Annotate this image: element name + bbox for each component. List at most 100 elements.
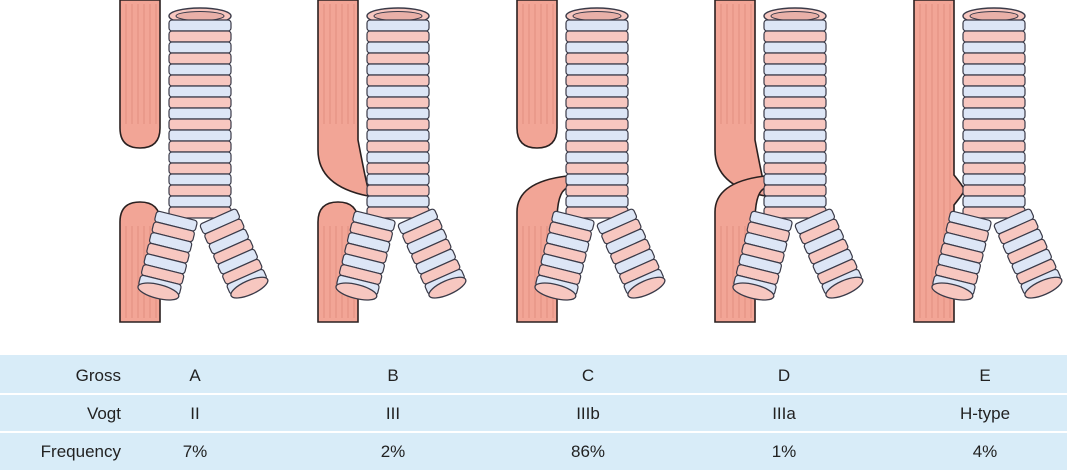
classification-table: Gross A B C D E Vogt II III IIIb IIIa H-… xyxy=(0,355,1067,470)
tracheal-ring xyxy=(366,107,430,120)
tracheal-ring xyxy=(366,74,430,87)
frequency-cell-e: 4% xyxy=(972,442,998,461)
tracheal-ring xyxy=(962,52,1026,65)
tracheal-ring xyxy=(962,162,1026,175)
frequency-cell-a: 7% xyxy=(182,442,208,461)
right-bronchus xyxy=(794,208,864,299)
tracheal-ring xyxy=(366,129,430,142)
tracheal-ring xyxy=(763,74,827,87)
tracheal-ring xyxy=(168,129,232,142)
tracheal-ring xyxy=(366,19,430,32)
variant-e xyxy=(913,0,1063,323)
tracheal-ring xyxy=(168,96,232,109)
tracheal-ring xyxy=(565,140,629,153)
tracheal-ring xyxy=(366,140,430,153)
tracheal-ring xyxy=(763,118,827,131)
tracheal-ring xyxy=(168,30,232,43)
tracheal-ring xyxy=(565,52,629,65)
right-bronchus xyxy=(993,208,1063,299)
trachea-lumen xyxy=(969,11,1019,21)
bronchus-opening xyxy=(137,282,180,301)
variant-d xyxy=(714,0,864,323)
tracheal-ring xyxy=(168,162,232,175)
tracheal-ring xyxy=(168,107,232,120)
tracheal-ring xyxy=(962,195,1026,208)
tracheal-ring xyxy=(168,118,232,131)
variant-b xyxy=(317,0,467,323)
tracheal-ring xyxy=(962,19,1026,32)
tracheal-ring xyxy=(168,140,232,153)
tracheal-ring xyxy=(763,173,827,186)
tracheal-ring xyxy=(366,118,430,131)
tracheal-ring xyxy=(565,184,629,197)
vogt-row-label: Vogt xyxy=(86,404,121,423)
tracheal-ring xyxy=(565,96,629,109)
variant-c xyxy=(516,0,666,323)
bronchus-opening xyxy=(534,282,577,301)
tracheal-ring xyxy=(763,195,827,208)
tracheal-ring xyxy=(763,52,827,65)
variant-a xyxy=(119,0,269,323)
tracheal-ring xyxy=(763,96,827,109)
gross-cell-a: A xyxy=(189,366,201,385)
vogt-cell-e: H-type xyxy=(959,404,1011,423)
tracheal-ring xyxy=(763,129,827,142)
tracheal-ring xyxy=(565,41,629,54)
bronchus-opening xyxy=(428,276,467,299)
tracheal-ring xyxy=(168,151,232,164)
tracheal-ring xyxy=(763,63,827,76)
frequency-row-label: Frequency xyxy=(40,442,121,461)
row-divider xyxy=(0,393,1067,395)
tracheal-ring xyxy=(565,129,629,142)
tracheal-ring xyxy=(763,85,827,98)
right-bronchus xyxy=(596,208,666,299)
left-bronchus xyxy=(335,210,396,301)
tracheal-ring xyxy=(763,30,827,43)
right-bronchus xyxy=(199,208,269,299)
vogt-row: Vogt II III IIIb IIIa H-type xyxy=(0,395,1067,433)
tracheal-ring xyxy=(763,41,827,54)
tracheal-ring xyxy=(168,184,232,197)
tracheal-ring xyxy=(366,63,430,76)
tracheal-ring xyxy=(565,30,629,43)
tracheal-ring xyxy=(168,74,232,87)
tracheal-ring xyxy=(962,85,1026,98)
tracheal-ring xyxy=(763,151,827,164)
tracheal-ring xyxy=(168,195,232,208)
left-bronchus xyxy=(137,210,198,301)
tracheal-ring xyxy=(962,173,1026,186)
tracheal-ring xyxy=(962,107,1026,120)
right-bronchus xyxy=(397,208,467,299)
upper-esophageal-pouch xyxy=(317,0,369,197)
gross-cell-e: E xyxy=(979,366,991,385)
bronchus-opening xyxy=(1024,276,1063,299)
frequency-cell-c: 86% xyxy=(570,442,606,461)
tracheal-ring xyxy=(366,184,430,197)
left-bronchus xyxy=(534,210,595,301)
bronchus-opening xyxy=(230,276,269,299)
bronchus-opening xyxy=(931,282,974,301)
row-divider xyxy=(0,431,1067,433)
tracheal-ring xyxy=(763,162,827,175)
gross-row: Gross A B C D E xyxy=(0,357,1067,395)
tracheal-ring xyxy=(565,195,629,208)
tracheal-ring xyxy=(366,195,430,208)
tracheal-ring xyxy=(565,19,629,32)
tracheal-ring xyxy=(168,52,232,65)
vogt-cell-c: IIIb xyxy=(576,404,600,423)
tracheal-ring xyxy=(962,63,1026,76)
tracheal-ring xyxy=(565,74,629,87)
trachea-lumen xyxy=(175,11,225,21)
left-bronchus xyxy=(732,210,793,301)
tracheal-ring xyxy=(168,173,232,186)
tracheal-ring xyxy=(962,41,1026,54)
gross-cell-b: B xyxy=(387,366,399,385)
left-bronchus xyxy=(931,210,992,301)
tracheal-ring xyxy=(565,173,629,186)
tracheal-ring xyxy=(168,63,232,76)
tracheal-ring xyxy=(168,19,232,32)
tracheal-ring xyxy=(366,173,430,186)
tracheal-ring xyxy=(366,162,430,175)
frequency-cell-b: 2% xyxy=(380,442,406,461)
vogt-cell-b: III xyxy=(385,404,401,423)
